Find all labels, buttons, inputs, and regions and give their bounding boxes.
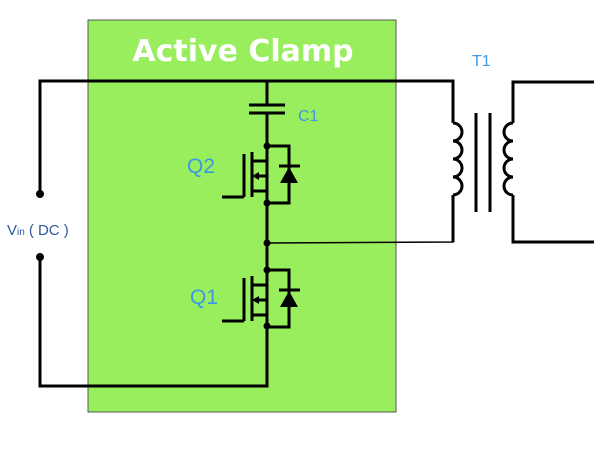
secondary-bottom-wire — [511, 195, 594, 244]
active-clamp-region — [87, 19, 397, 413]
primary-winding — [452, 121, 464, 197]
bottom-return-wire — [38, 257, 269, 388]
q1-label: Q1 — [190, 286, 218, 309]
t1-label: T1 — [472, 53, 491, 70]
active-clamp-title: Active Clamp — [132, 34, 353, 69]
junction-dots — [36, 142, 271, 330]
mosfet-q2 — [222, 144, 300, 205]
c1-label: C1 — [298, 108, 319, 125]
diode-icon — [280, 167, 298, 183]
q2-label: Q2 — [187, 155, 215, 178]
secondary-top-wire — [511, 80, 594, 123]
secondary-winding — [502, 121, 514, 197]
vin-label: Vin( DC ) — [7, 222, 69, 239]
vin-positive-terminal — [36, 190, 44, 198]
wires — [38, 79, 594, 388]
vin-negative-terminal — [36, 253, 44, 261]
top-rail-wire — [38, 79, 455, 193]
